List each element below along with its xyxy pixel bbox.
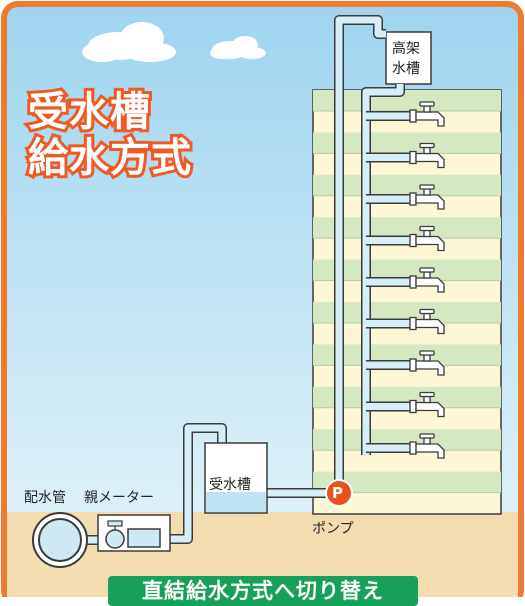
elevated-tank-label-1: 高架 — [392, 41, 420, 57]
pump-icon — [325, 479, 353, 507]
pipe — [335, 16, 386, 480]
elevated-tank-label-2: 水槽 — [392, 61, 420, 77]
floor-band — [313, 302, 501, 323]
receiving-tank — [204, 442, 268, 514]
parent-meter-label: 親メーター — [84, 490, 154, 506]
water-main-pipe-icon — [32, 512, 88, 568]
faucet-icon — [409, 267, 445, 293]
elevated-tank — [385, 31, 432, 85]
faucet-icon — [409, 142, 445, 169]
faucet-icon — [409, 225, 445, 252]
switch-to-direct-supply-banner[interactable]: 直結給水方式へ切り替え — [108, 576, 418, 606]
floor-band — [313, 471, 501, 493]
floor-band — [313, 132, 501, 154]
floor-band — [313, 259, 501, 281]
faucet-icon — [409, 101, 445, 127]
faucet-icon — [409, 350, 445, 376]
water-main-label: 配水管 — [24, 490, 66, 506]
pipe — [362, 84, 404, 455]
floor-band — [313, 217, 501, 239]
title-line2: 給水方式 — [25, 135, 194, 181]
floor-band — [313, 386, 501, 408]
cloud-large — [82, 22, 176, 62]
pipe-network — [87, 15, 410, 545]
faucet-icon — [409, 308, 445, 335]
floor-band — [313, 174, 501, 196]
meter-icon — [97, 514, 171, 552]
pipe — [168, 424, 226, 543]
floor-band — [313, 344, 501, 366]
floor-band — [313, 429, 501, 451]
faucet-group — [409, 101, 445, 459]
title-line1: 受水槽 — [25, 89, 153, 135]
faucet-icon — [409, 433, 445, 459]
faucet-icon — [409, 184, 445, 210]
pump-label: ポンプ — [312, 521, 354, 537]
faucet-icon — [409, 391, 445, 418]
cloud-small — [210, 36, 266, 59]
floor-band — [313, 90, 501, 111]
receiving-tank-label: 受水槽 — [209, 477, 251, 493]
pump-symbol: P — [332, 484, 343, 502]
